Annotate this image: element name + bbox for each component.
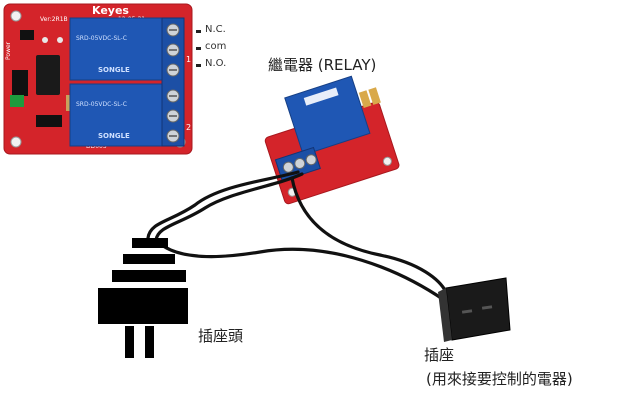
board-version: Ver:2R1B xyxy=(40,16,68,23)
relay-1-brand: SONGLE xyxy=(98,66,130,74)
plug-label: 插座頭 xyxy=(198,325,243,346)
relay-module-board: Keyes Ver:2R1B 12-05-31 Power DD005 SRD-… xyxy=(4,4,192,154)
terminal-number-2: 2 xyxy=(186,123,191,132)
terminal-markers xyxy=(196,30,201,67)
plug-prong-right xyxy=(145,326,154,358)
plug xyxy=(98,238,188,358)
terminal-label-com: com xyxy=(205,41,226,52)
relay-1-text: SRD-05VDC-SL-C xyxy=(76,35,127,42)
relay-title: 繼電器 (RELAY) xyxy=(268,54,376,75)
chip xyxy=(20,30,34,40)
terminal-number-1: 1 xyxy=(186,55,191,64)
plug-prong-left xyxy=(125,326,134,358)
socket-label: 插座 xyxy=(424,344,454,365)
board-side-text: Power xyxy=(5,41,12,60)
terminal-label-nc: N.C. xyxy=(205,24,226,35)
jumper xyxy=(10,95,24,107)
screw-terminals xyxy=(162,18,184,146)
single-relay-module xyxy=(254,70,402,205)
socket-note: (用來接要控制的電器) xyxy=(426,368,573,389)
terminal-label-no: N.O. xyxy=(205,58,226,69)
optocoupler xyxy=(36,55,60,95)
socket xyxy=(438,278,510,342)
header-pins xyxy=(12,70,28,96)
signal-header xyxy=(36,115,62,127)
relay-2-brand: SONGLE xyxy=(98,132,130,140)
wires xyxy=(148,172,446,300)
relay-2-text: SRD-05VDC-SL-C xyxy=(76,101,127,108)
